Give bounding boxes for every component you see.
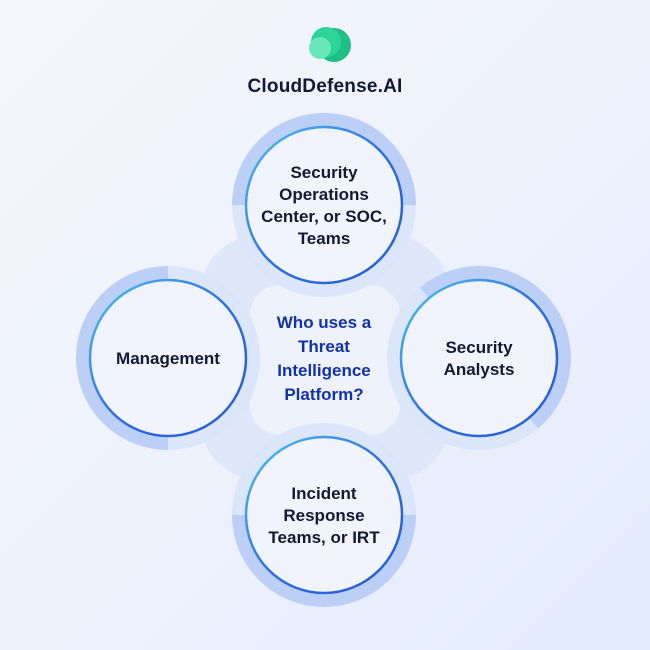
node-circle [244, 125, 404, 285]
node-label-line: Security [290, 163, 358, 182]
node-halo-arc [232, 514, 416, 607]
node-circle [88, 278, 248, 438]
cloud-logo [309, 27, 351, 62]
node-halo-arc [232, 113, 416, 206]
brand-name: CloudDefense.AI [247, 76, 403, 97]
node-label-line: Teams, or IRT [268, 528, 380, 547]
node-label-line: Management [116, 349, 220, 368]
node-halo-arc [419, 266, 571, 429]
center-line: Threat [298, 337, 350, 356]
node-label-line: Teams [297, 229, 351, 248]
node-circle [399, 278, 559, 438]
center-line: Who uses a [276, 313, 372, 332]
center-line: Intelligence [277, 361, 371, 380]
node-label-line: Security [445, 338, 513, 357]
node-circle [244, 435, 404, 595]
node-label-line: Response [283, 506, 365, 525]
center-question: Who uses a Threat Intelligence Platform? [259, 311, 389, 407]
node-label-left: Management [93, 348, 243, 370]
center-panel [250, 285, 400, 435]
center-line: Platform? [284, 385, 364, 404]
node-label-line: Analysts [443, 360, 515, 379]
node-label-line: Center, or SOC, [261, 207, 387, 226]
node-halo-arc [76, 266, 169, 450]
node-label-line: Incident [291, 484, 357, 503]
node-label-line: Operations [279, 185, 369, 204]
